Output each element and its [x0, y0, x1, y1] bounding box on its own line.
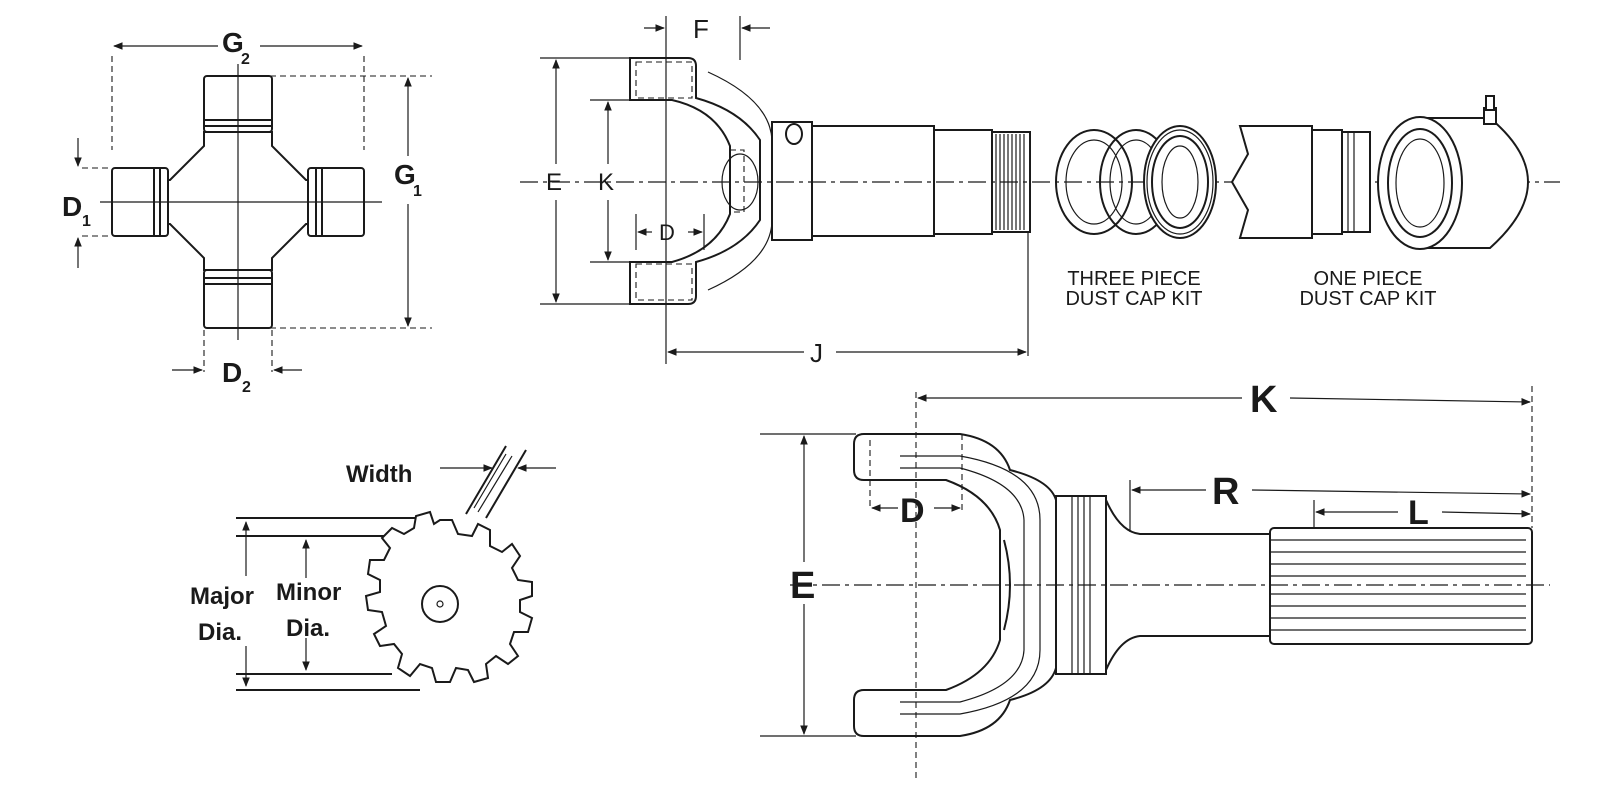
three-piece-labels: THREE PIECE DUST CAP KIT	[1065, 268, 1202, 310]
g2-subscript: 2	[241, 51, 250, 68]
three-piece-dust-cap	[1055, 125, 1217, 239]
slip-yoke-top	[520, 16, 1560, 364]
g2-label: G	[222, 27, 244, 58]
spline-grooves-bottom	[1270, 539, 1526, 631]
d-bottom-label: D	[900, 492, 925, 530]
d2-label: D	[222, 357, 242, 388]
d-label: D	[659, 220, 675, 245]
major-dia-line1: Major	[190, 583, 254, 610]
minor-dia-line2: Dia.	[286, 615, 330, 642]
minor-dia-line1: Minor	[276, 579, 341, 606]
three-piece-line2: DUST CAP KIT	[1065, 288, 1202, 310]
k-label: K	[598, 169, 614, 196]
one-piece-dust-cap	[1230, 95, 1530, 250]
g1-subscript: 1	[413, 183, 422, 200]
one-piece-line1: ONE PIECE	[1314, 268, 1423, 290]
spline-labels: Width Major Dia. Minor Dia.	[190, 461, 412, 646]
yoke-bottom-labels: K R L D E	[790, 379, 1429, 607]
r-label: R	[1212, 471, 1239, 513]
one-piece-line2: DUST CAP KIT	[1299, 288, 1436, 310]
spline-cross-section	[236, 445, 556, 691]
width-label: Width	[346, 461, 412, 488]
d1-subscript: 1	[82, 213, 91, 230]
j-label: J	[810, 338, 823, 368]
major-dia-line2: Dia.	[198, 619, 242, 646]
l-label: L	[1408, 494, 1429, 532]
universal-joint-cross	[74, 42, 432, 374]
ujoint-labels: G 2 G 1 D 1 D 2	[62, 27, 422, 396]
e-label: E	[546, 169, 562, 196]
d2-subscript: 2	[242, 379, 251, 396]
f-label: F	[693, 14, 709, 44]
d1-label: D	[62, 191, 82, 222]
one-piece-labels: ONE PIECE DUST CAP KIT	[1299, 268, 1436, 310]
yoke-top-labels: F E K D J	[546, 14, 823, 368]
three-piece-line1: THREE PIECE	[1067, 268, 1200, 290]
splined-yoke-bottom	[760, 386, 1550, 780]
g1-label: G	[394, 159, 416, 190]
e-bottom-label: E	[790, 565, 815, 607]
k-bottom-label: K	[1250, 379, 1278, 421]
